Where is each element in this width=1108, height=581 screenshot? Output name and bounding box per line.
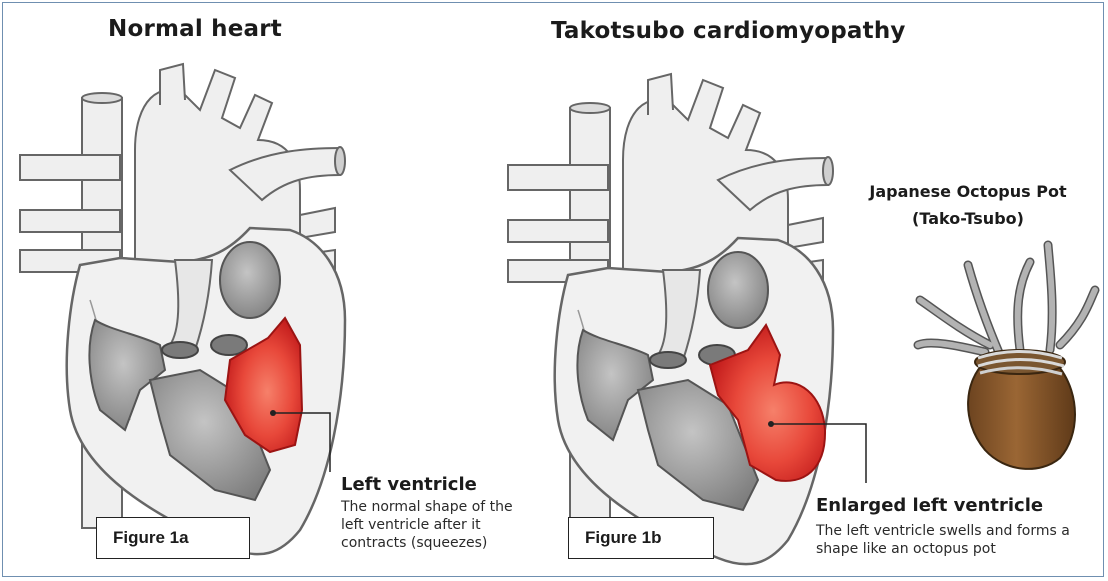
enlarged-left-ventricle-label: Enlarged left ventricle	[816, 495, 1043, 516]
octopus-pot-title-line1: Japanese Octopus Pot	[868, 178, 1068, 205]
left-ventricle-description: The normal shape of the left ventricle a…	[341, 498, 536, 552]
figure-1a-label: Figure 1a	[96, 517, 250, 559]
normal-heart-illustration	[20, 64, 345, 554]
octopus-pot-title-line2: (Tako-Tsubo)	[868, 205, 1068, 232]
octopus-pot-illustration	[918, 245, 1095, 469]
enlarged-left-ventricle-description: The left ventricle swells and forms a sh…	[816, 522, 1078, 558]
left-ventricle-label: Left ventricle	[341, 474, 477, 495]
figure-1b-label: Figure 1b	[568, 517, 714, 559]
takotsubo-heart-illustration	[508, 74, 866, 564]
octopus-pot-title: Japanese Octopus Pot (Tako-Tsubo)	[868, 178, 1068, 232]
